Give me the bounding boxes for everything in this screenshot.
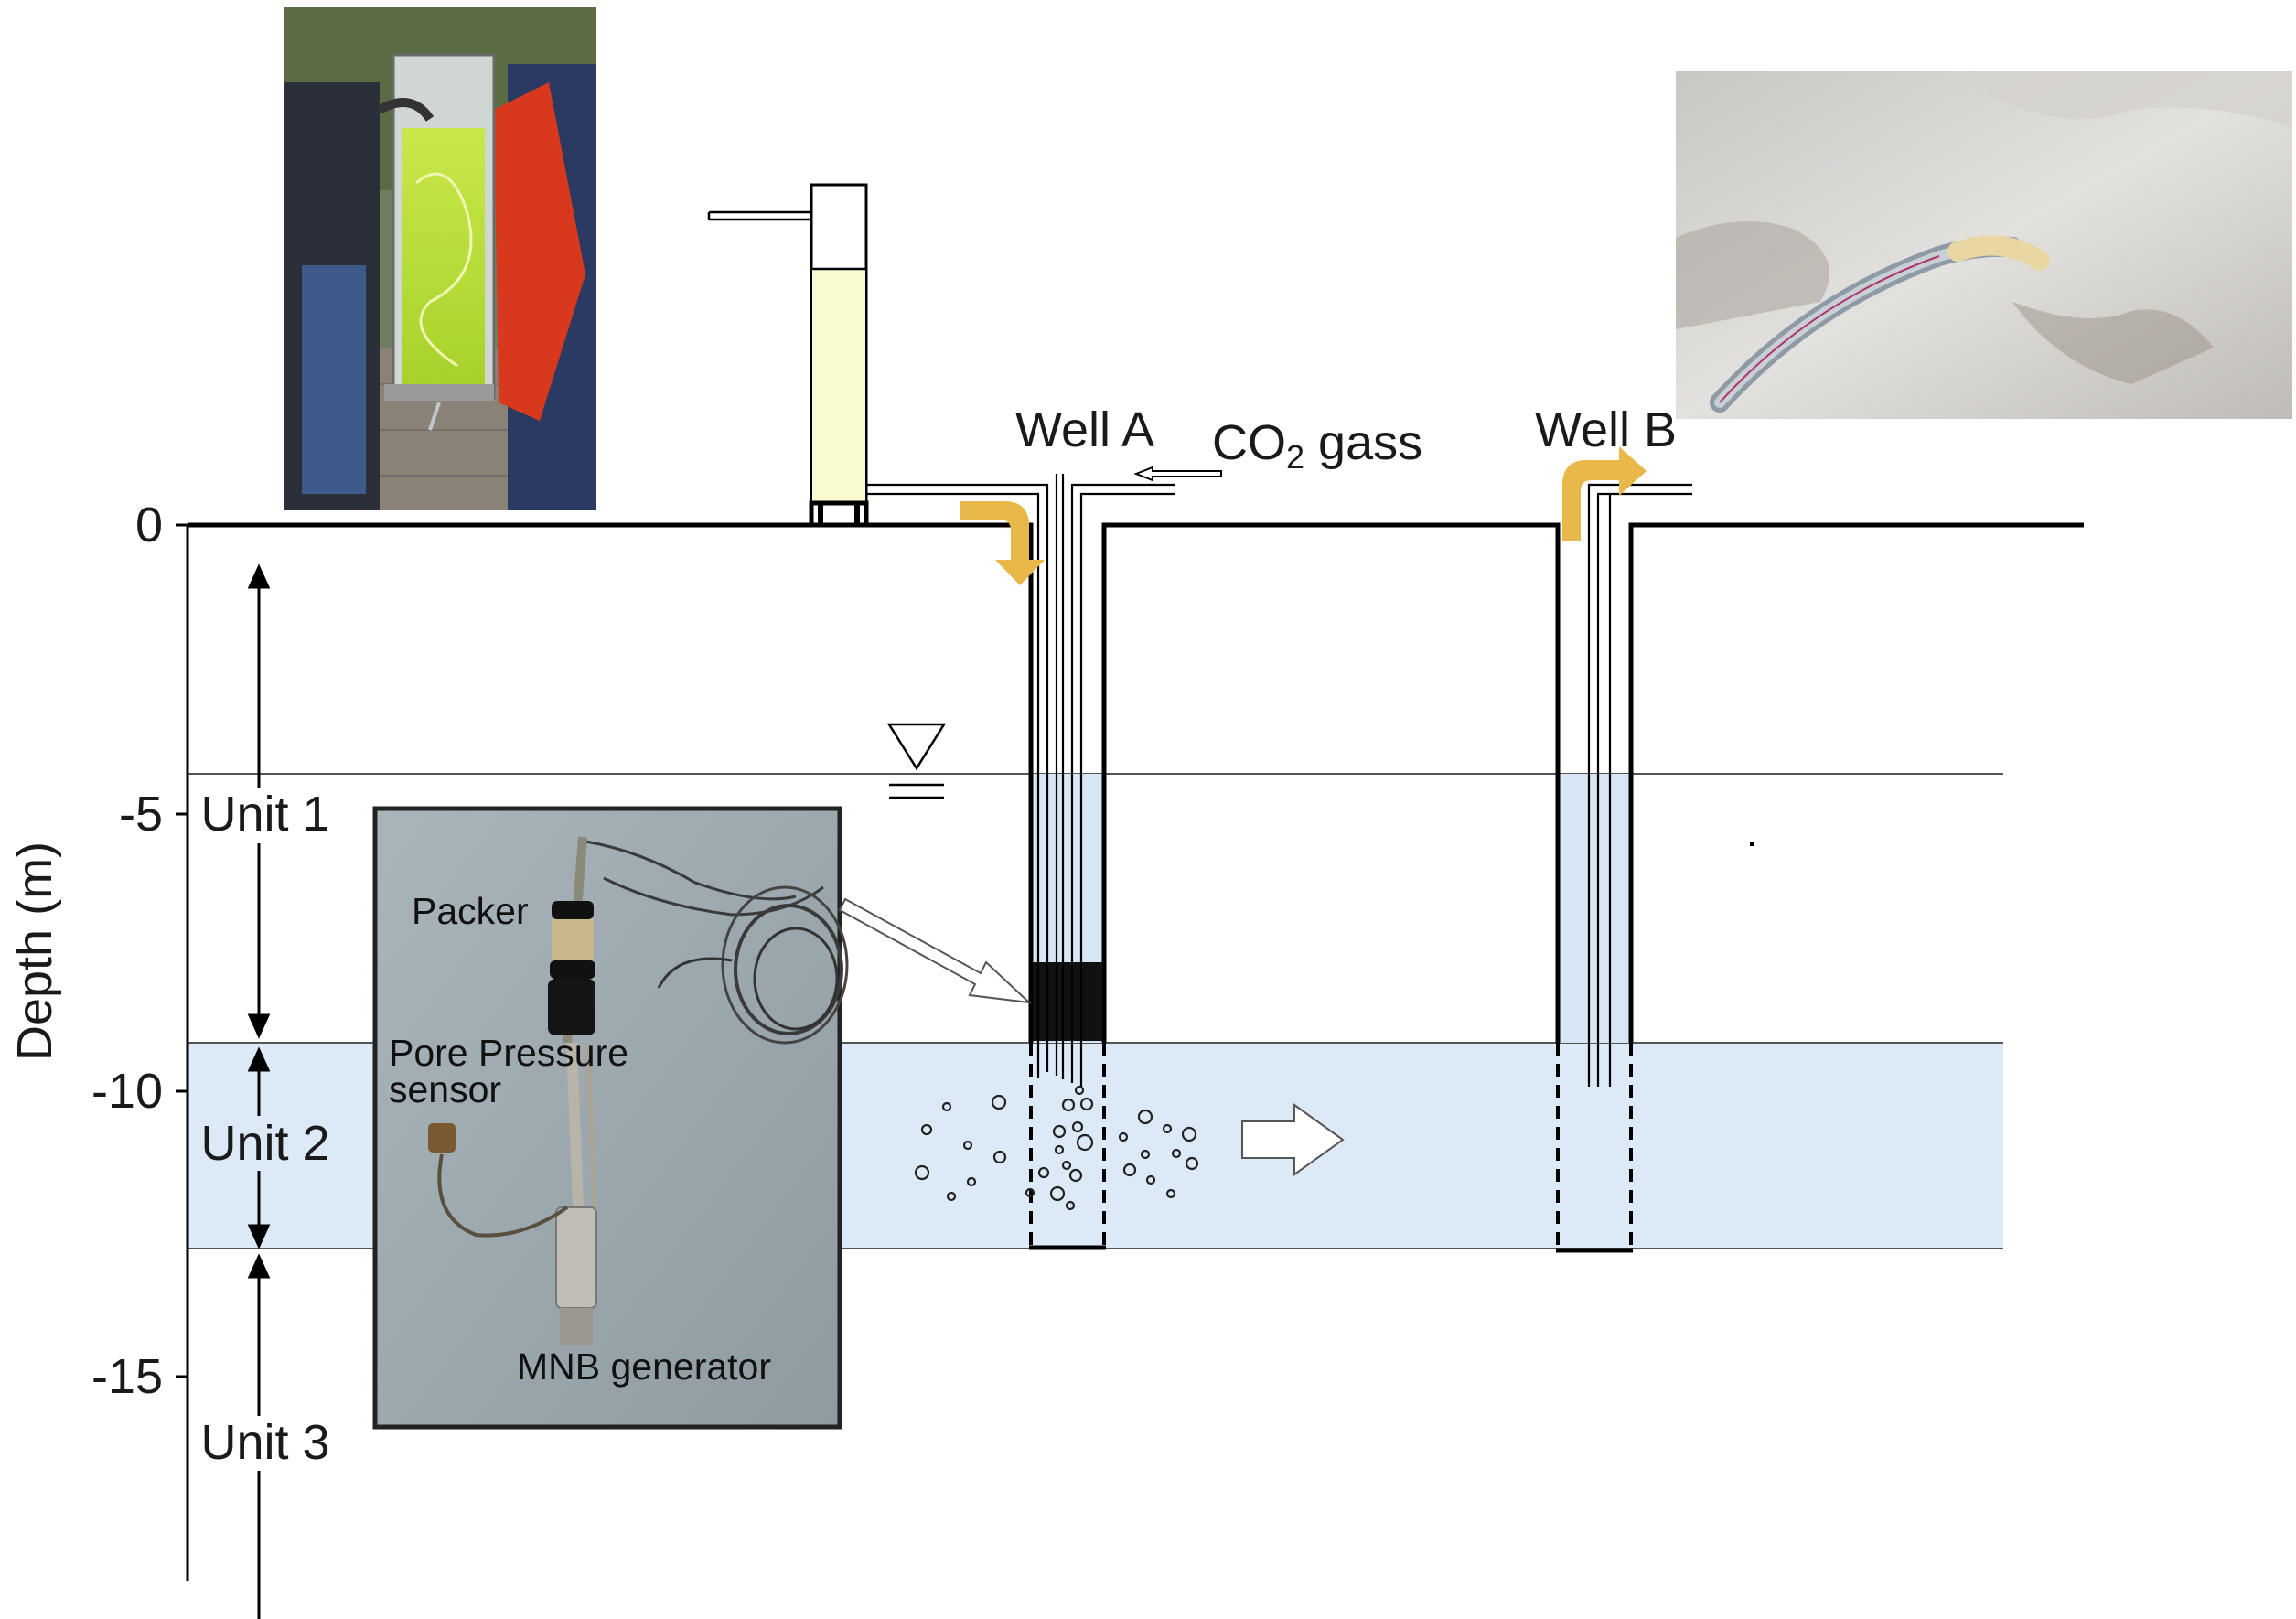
- flow-arrow-down: [960, 501, 1045, 585]
- pore-pressure-label-line1: Pore Pressure: [389, 1032, 628, 1074]
- well-a-label: Well A: [1015, 402, 1154, 457]
- unit2-label: Unit 2: [200, 1116, 329, 1171]
- y-tick-minus15: -15: [91, 1349, 163, 1404]
- micro-nano-bubbles: [914, 1085, 1199, 1211]
- flow-arrow-up: [1562, 446, 1647, 541]
- packer-block: [1033, 962, 1102, 1041]
- tank-side-tube: [707, 210, 811, 221]
- photo-tank-field: [284, 7, 596, 510]
- packer-label: Packer: [412, 890, 529, 932]
- y-tick-minus10: -10: [91, 1064, 163, 1119]
- mnb-generator-label: MNB generator: [517, 1346, 771, 1388]
- unit3-label: Unit 3: [200, 1415, 329, 1470]
- unit2-label-bg: [197, 1116, 334, 1171]
- tank: [809, 183, 869, 528]
- unit3-label-bg: [197, 1416, 334, 1471]
- bubble-flow-arrow: [1241, 1103, 1345, 1176]
- y-axis: [176, 523, 189, 1581]
- well-b-water: [1558, 774, 1631, 1043]
- well-a-tubing: [866, 474, 1175, 1088]
- well-b-label: Well B: [1535, 402, 1677, 457]
- unit1-label-bg: [197, 788, 334, 843]
- y-axis-label: Depth (m): [7, 842, 62, 1061]
- unit-thickness-arrows: [247, 563, 271, 1619]
- stray-dot: [1750, 842, 1754, 846]
- unit1-label: Unit 1: [200, 787, 329, 842]
- probe-pointer-arrow: [838, 897, 1032, 1004]
- ground-surface: [188, 522, 2084, 1043]
- y-tick-minus5: -5: [119, 787, 163, 842]
- co2-subscript: 2: [1286, 438, 1304, 476]
- water-table-symbol: [886, 723, 947, 799]
- co2-inflow-arrow: [1133, 466, 1222, 482]
- photo-outflow-hose: [1676, 71, 2292, 419]
- co2-gas-label: CO2 gass: [1212, 415, 1422, 476]
- y-tick-0: 0: [135, 498, 163, 552]
- pore-pressure-label-line2: sensor: [389, 1068, 501, 1110]
- well-screens: [1029, 1043, 1633, 1249]
- photo-probe-assembly: [372, 806, 849, 1430]
- well-b-tubing: [1587, 483, 1692, 1087]
